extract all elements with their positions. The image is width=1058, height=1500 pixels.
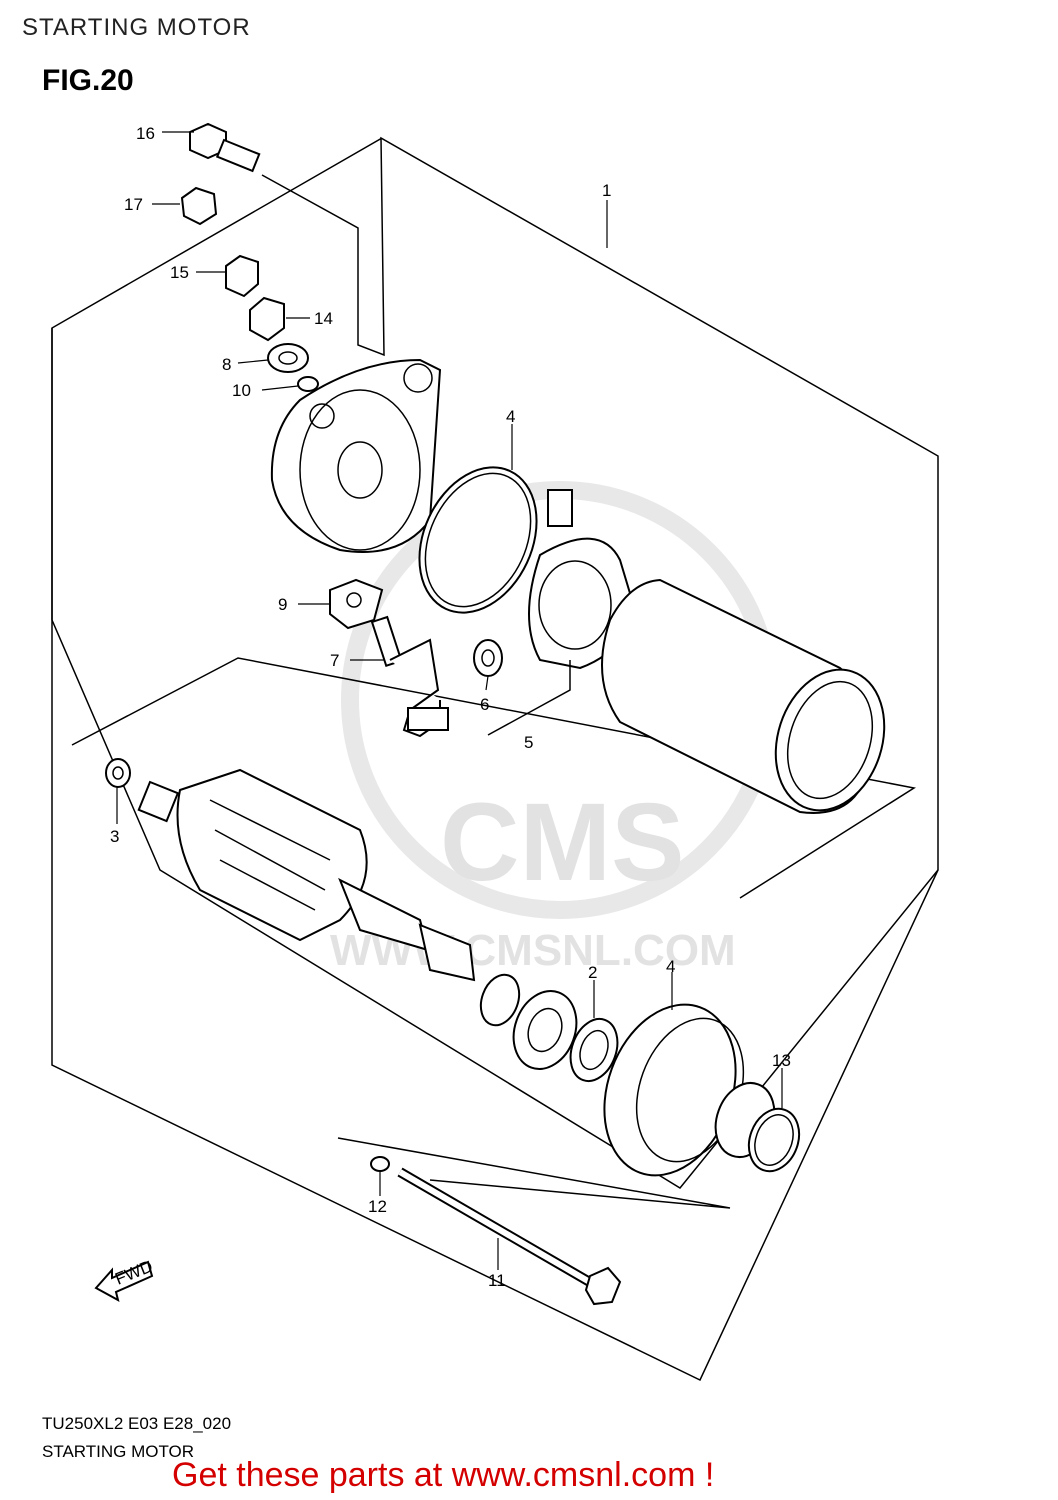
nut-17 [180, 186, 218, 226]
washer-3 [105, 758, 131, 788]
callout-9: 9 [278, 595, 287, 614]
snap-ring [479, 973, 521, 1027]
promo-link[interactable]: Get these parts at www.cmsnl.com ! [172, 1456, 715, 1494]
terminal-7 [370, 615, 449, 738]
oring-12 [370, 1156, 390, 1172]
callout-14: 14 [314, 309, 333, 328]
callout-10: 10 [232, 381, 251, 400]
callouts: 16 17 1 15 14 8 10 4 9 7 8 8 5 3 2 4 13 … [110, 124, 791, 1216]
callout-5: 5 [524, 733, 533, 752]
callout-7: 7 [330, 651, 339, 670]
nut-15 [225, 254, 259, 298]
rear-cover [270, 358, 442, 553]
bolt-16 [189, 122, 261, 173]
armature-frame [71, 657, 917, 899]
oring-10 [297, 376, 319, 392]
callout-2: 2 [588, 963, 597, 982]
watermark-brand: CMS [440, 781, 684, 904]
oring-4-upper [418, 466, 538, 614]
callout-13: 13 [772, 1051, 791, 1070]
page-header: STARTING MOTOR [22, 14, 251, 41]
callout-17: 17 [124, 195, 143, 214]
footer-code: TU250XL2 E03 E28_020 [42, 1414, 232, 1433]
callout-3: 3 [110, 827, 119, 846]
callout-16: 16 [136, 124, 155, 143]
fwd-arrow-icon: FWD [94, 1257, 155, 1302]
through-bolt-11 [397, 1167, 622, 1306]
callout-4-upper: 4 [506, 407, 515, 426]
callout-1: 1 [602, 181, 611, 200]
washer-8 [267, 343, 309, 373]
callout-15: 15 [170, 263, 189, 282]
callout-8: 8 [222, 355, 231, 374]
bearing-6 [473, 639, 503, 677]
yoke-housing [601, 578, 886, 814]
figure-number: FIG.20 [42, 64, 134, 97]
armature [137, 768, 476, 982]
nut-14 [249, 296, 285, 342]
callout-11-text: 11 [488, 1271, 506, 1290]
callout-12: 12 [368, 1197, 387, 1216]
callout-6-text: 6 [480, 695, 489, 714]
plate-9 [329, 578, 384, 630]
callout-4-lower: 4 [666, 957, 675, 976]
footer-title: STARTING MOTOR [42, 1442, 195, 1461]
